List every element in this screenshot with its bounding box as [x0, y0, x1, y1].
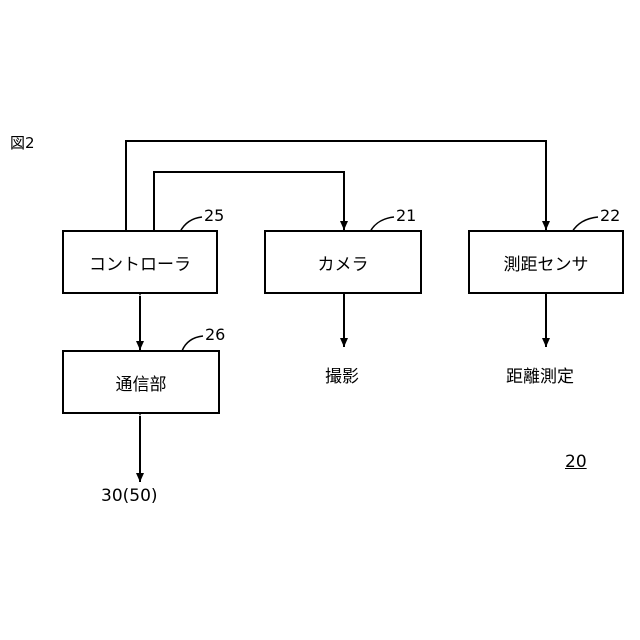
camera-controller-link — [154, 172, 344, 230]
sensor-label: 測距センサ — [504, 250, 589, 275]
comm-output-label: 30(50) — [101, 486, 158, 506]
sensor-ref: 22 — [600, 206, 620, 225]
camera-ref: 21 — [396, 206, 416, 225]
camera-label: カメラ — [318, 250, 369, 275]
comm-ref: 26 — [205, 325, 225, 344]
comm-label: 通信部 — [116, 370, 167, 395]
ref-26-leader — [182, 336, 203, 351]
camera-block: カメラ — [264, 230, 422, 294]
figure-label: 図2 — [10, 132, 35, 153]
comm-block: 通信部 — [62, 350, 220, 414]
camera-output-label: 撮影 — [325, 362, 359, 387]
sensor-controller-link — [126, 141, 546, 230]
controller-block: コントローラ — [62, 230, 218, 294]
assembly-ref: 20 — [565, 452, 587, 472]
sensor-block: 測距センサ — [468, 230, 624, 294]
controller-ref: 25 — [204, 206, 224, 225]
sensor-output-label: 距離測定 — [506, 362, 574, 387]
controller-label: コントローラ — [89, 250, 191, 275]
